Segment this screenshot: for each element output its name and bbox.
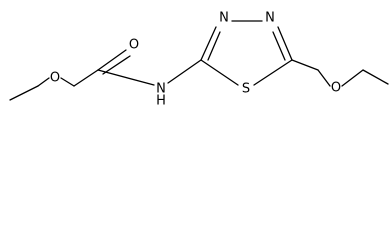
bond-ring-c2-n3-inner <box>207 31 221 61</box>
bond-ring-s-c2 <box>200 59 239 86</box>
atom-amide-hydrogen: H <box>156 94 166 109</box>
bond-carbonyl-double-b <box>102 55 131 75</box>
atom-ring-nitrogen-1: N <box>219 11 229 26</box>
atom-ether-oxygen-left: O <box>50 71 60 86</box>
bond-ring-n4-c5 <box>277 26 293 61</box>
bond-carbonyl-nitrogen <box>97 69 155 86</box>
bond-ethyl-left <box>9 85 39 101</box>
bond-ethyl-right <box>362 69 389 85</box>
bond-ring-c2-n3 <box>200 26 217 61</box>
bond-oxygen-ch2-right <box>341 69 364 87</box>
atom-ether-oxygen-right: O <box>331 81 341 96</box>
bond-ring-c5-s <box>253 59 293 86</box>
atom-ring-nitrogen-2: N <box>265 11 275 26</box>
molecule-structure: O O N H N N S O <box>9 11 389 109</box>
bond-nitrogen-ring <box>167 59 202 84</box>
atom-ring-sulfur: S <box>242 82 250 97</box>
bond-ring-n4-c5-inner <box>272 31 286 61</box>
atom-amide-nitrogen: N <box>156 82 166 97</box>
bond-ch2-oxygen-left <box>37 77 50 87</box>
bond-oxygen-ch2-left <box>60 77 75 87</box>
atom-carbonyl-oxygen: O <box>129 38 139 53</box>
bond-carbonyl-double-a <box>97 49 127 71</box>
bond-ring-ch2 <box>291 59 319 71</box>
bond-ch2-oxygen-right <box>317 69 331 87</box>
bond-ch2-carbonyl <box>73 69 99 87</box>
